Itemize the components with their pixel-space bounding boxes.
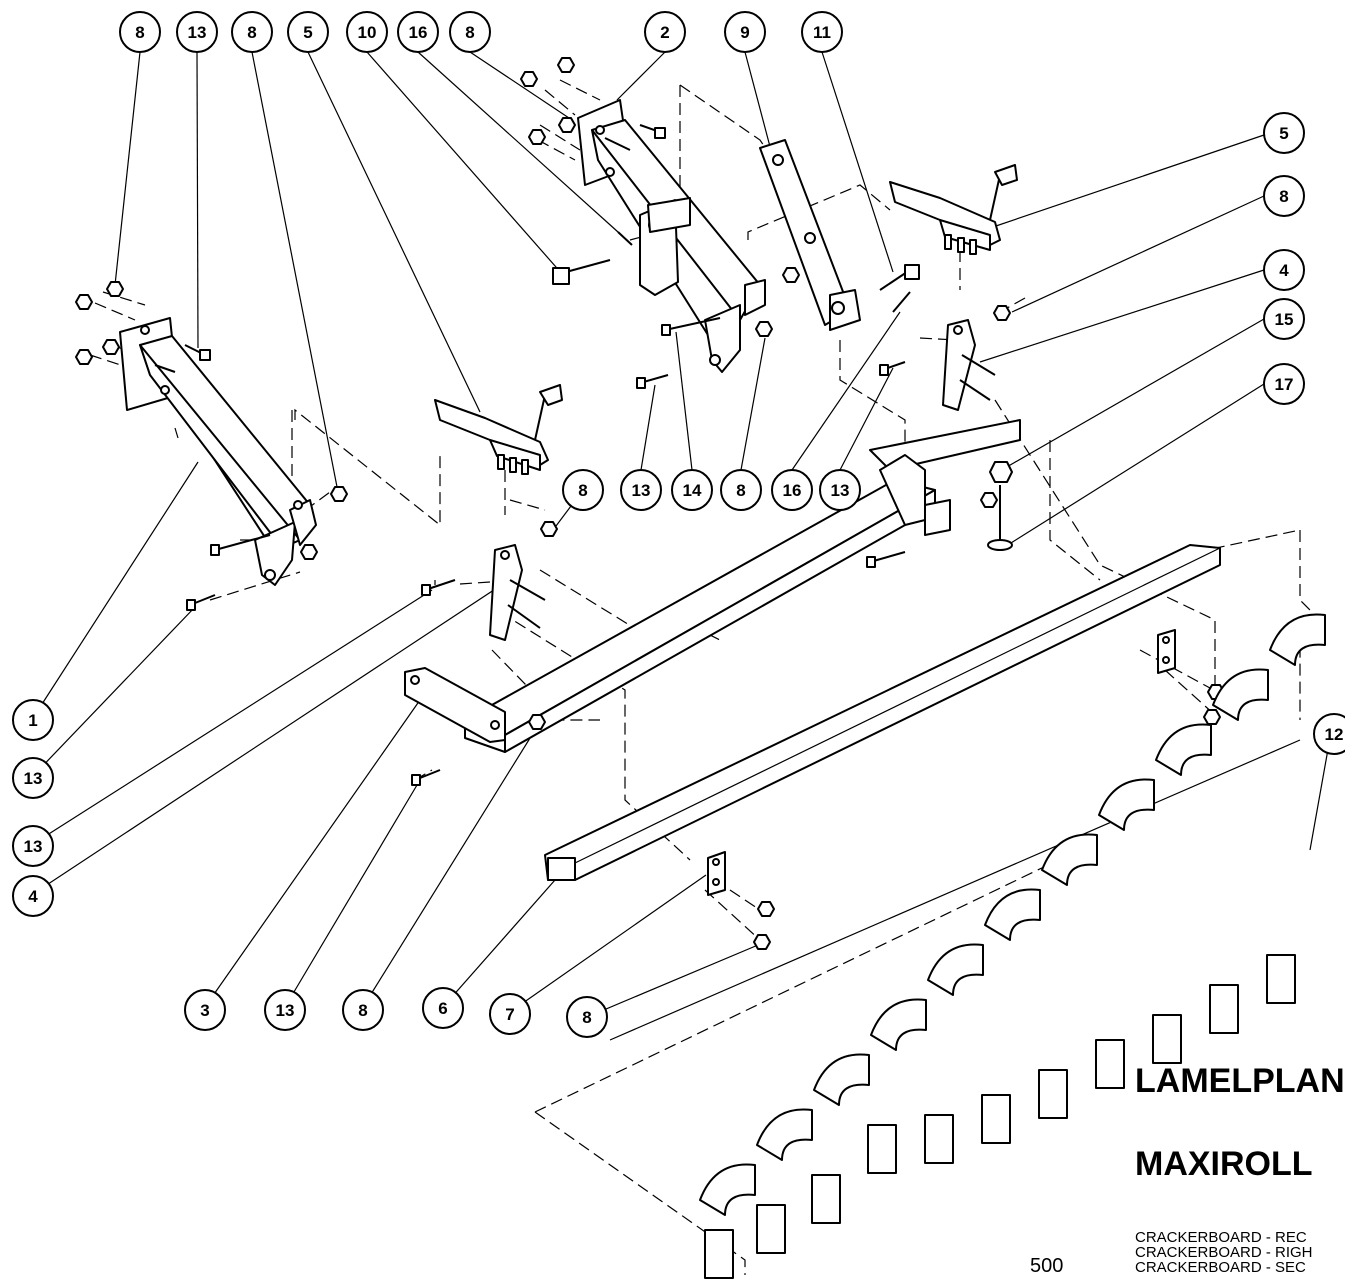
svg-text:13: 13 [831, 481, 850, 500]
title-line-1: LAMELPLAN [1135, 1062, 1345, 1100]
description-line-2: CRACKERBOARD - RIGH [1135, 1244, 1313, 1261]
callout-c-8-h: 8 [566, 996, 608, 1038]
svg-text:13: 13 [632, 481, 651, 500]
callout-c-13-c: 13 [819, 469, 861, 511]
svg-text:3: 3 [200, 1001, 209, 1020]
svg-text:9: 9 [740, 23, 749, 42]
svg-text:6: 6 [438, 999, 447, 1018]
callout-c-8-a: 8 [119, 11, 161, 53]
callout-c-13-d: 13 [12, 757, 54, 799]
callout-c-12: 12 [1313, 713, 1345, 755]
callout-c-8-d: 8 [1263, 175, 1305, 217]
part-1-left-arm [119, 317, 317, 586]
hardware-bolts [154, 124, 1013, 786]
svg-text:15: 15 [1275, 310, 1294, 329]
svg-text:8: 8 [1279, 187, 1288, 206]
callout-c-7: 7 [489, 993, 531, 1035]
svg-text:2: 2 [660, 23, 669, 42]
svg-text:8: 8 [465, 23, 474, 42]
callout-c-11: 11 [801, 11, 843, 53]
svg-text:11: 11 [813, 23, 831, 42]
part-9-cylinder [759, 139, 861, 331]
callout-c-8-f: 8 [720, 469, 762, 511]
svg-text:13: 13 [188, 23, 207, 42]
svg-text:8: 8 [358, 1001, 367, 1020]
svg-text:10: 10 [358, 23, 377, 42]
part-4-bracket-left [489, 544, 546, 641]
svg-text:1: 1 [28, 711, 37, 730]
part-5-crank-right [889, 164, 1018, 255]
callout-c-6: 6 [422, 987, 464, 1029]
callout-c-5-a: 5 [287, 11, 329, 53]
svg-text:8: 8 [247, 23, 256, 42]
callout-c-4-b: 4 [12, 875, 54, 917]
callout-c-13-e: 13 [12, 825, 54, 867]
title-line-2: MAXIROLL [1135, 1145, 1313, 1183]
callout-c-1: 1 [12, 699, 54, 741]
callout-c-10: 10 [346, 11, 388, 53]
callout-c-15: 15 [1263, 298, 1305, 340]
svg-text:8: 8 [135, 23, 144, 42]
part-5-crank-left [434, 384, 563, 475]
svg-text:12: 12 [1325, 725, 1344, 744]
part-2-centre-arm [577, 99, 766, 373]
leader-lines [32, 51, 1331, 1041]
svg-text:8: 8 [582, 1008, 591, 1027]
part-12-crackerboard-roller [699, 613, 1326, 1279]
callout-c-13-b: 13 [620, 469, 662, 511]
svg-text:16: 16 [783, 481, 802, 500]
svg-text:8: 8 [736, 481, 745, 500]
callout-c-13-a: 13 [176, 11, 218, 53]
svg-text:5: 5 [1279, 124, 1288, 143]
svg-text:16: 16 [409, 23, 428, 42]
description-line-1: CRACKERBOARD - REC [1135, 1229, 1307, 1246]
callout-c-16-b: 16 [771, 469, 813, 511]
callout-c-16-a: 16 [397, 11, 439, 53]
callout-c-3: 3 [184, 989, 226, 1031]
callout-c-5-b: 5 [1263, 112, 1305, 154]
callout-c-13-f: 13 [264, 989, 306, 1031]
assembly-guide-lines [89, 79, 1311, 1275]
callout-c-8-c: 8 [449, 11, 491, 53]
svg-text:13: 13 [276, 1001, 295, 1020]
callout-c-17: 17 [1263, 363, 1305, 405]
callout-c-8-g: 8 [342, 989, 384, 1031]
page-number: 500 [1030, 1255, 1063, 1277]
svg-text:13: 13 [24, 837, 43, 856]
part-3-main-beam [404, 419, 1021, 753]
hardware-nuts [75, 57, 1225, 950]
svg-text:5: 5 [303, 23, 312, 42]
description-line-3: CRACKERBOARD - SEC [1135, 1259, 1306, 1276]
callout-c-4-a: 4 [1263, 249, 1305, 291]
svg-text:7: 7 [505, 1005, 514, 1024]
part-6-square-tube [544, 544, 1221, 881]
callout-c-2: 2 [644, 11, 686, 53]
callout-c-9: 9 [724, 11, 766, 53]
svg-text:13: 13 [24, 769, 43, 788]
svg-text:4: 4 [1279, 261, 1289, 280]
part-4-bracket-right [942, 319, 996, 411]
part-7-clamp-plate-1 [707, 851, 726, 896]
title-block: LAMELPLAN MAXIROLL 500 CRACKERBOARD - RE… [1030, 1062, 1345, 1277]
svg-text:8: 8 [578, 481, 587, 500]
callout-c-8-e: 8 [562, 469, 604, 511]
svg-text:17: 17 [1275, 375, 1294, 394]
part-7-clamp-plate-2 [1157, 629, 1176, 674]
callout-c-14: 14 [671, 469, 713, 511]
callout-c-8-b: 8 [231, 11, 273, 53]
svg-text:4: 4 [28, 887, 38, 906]
svg-text:14: 14 [683, 481, 702, 500]
